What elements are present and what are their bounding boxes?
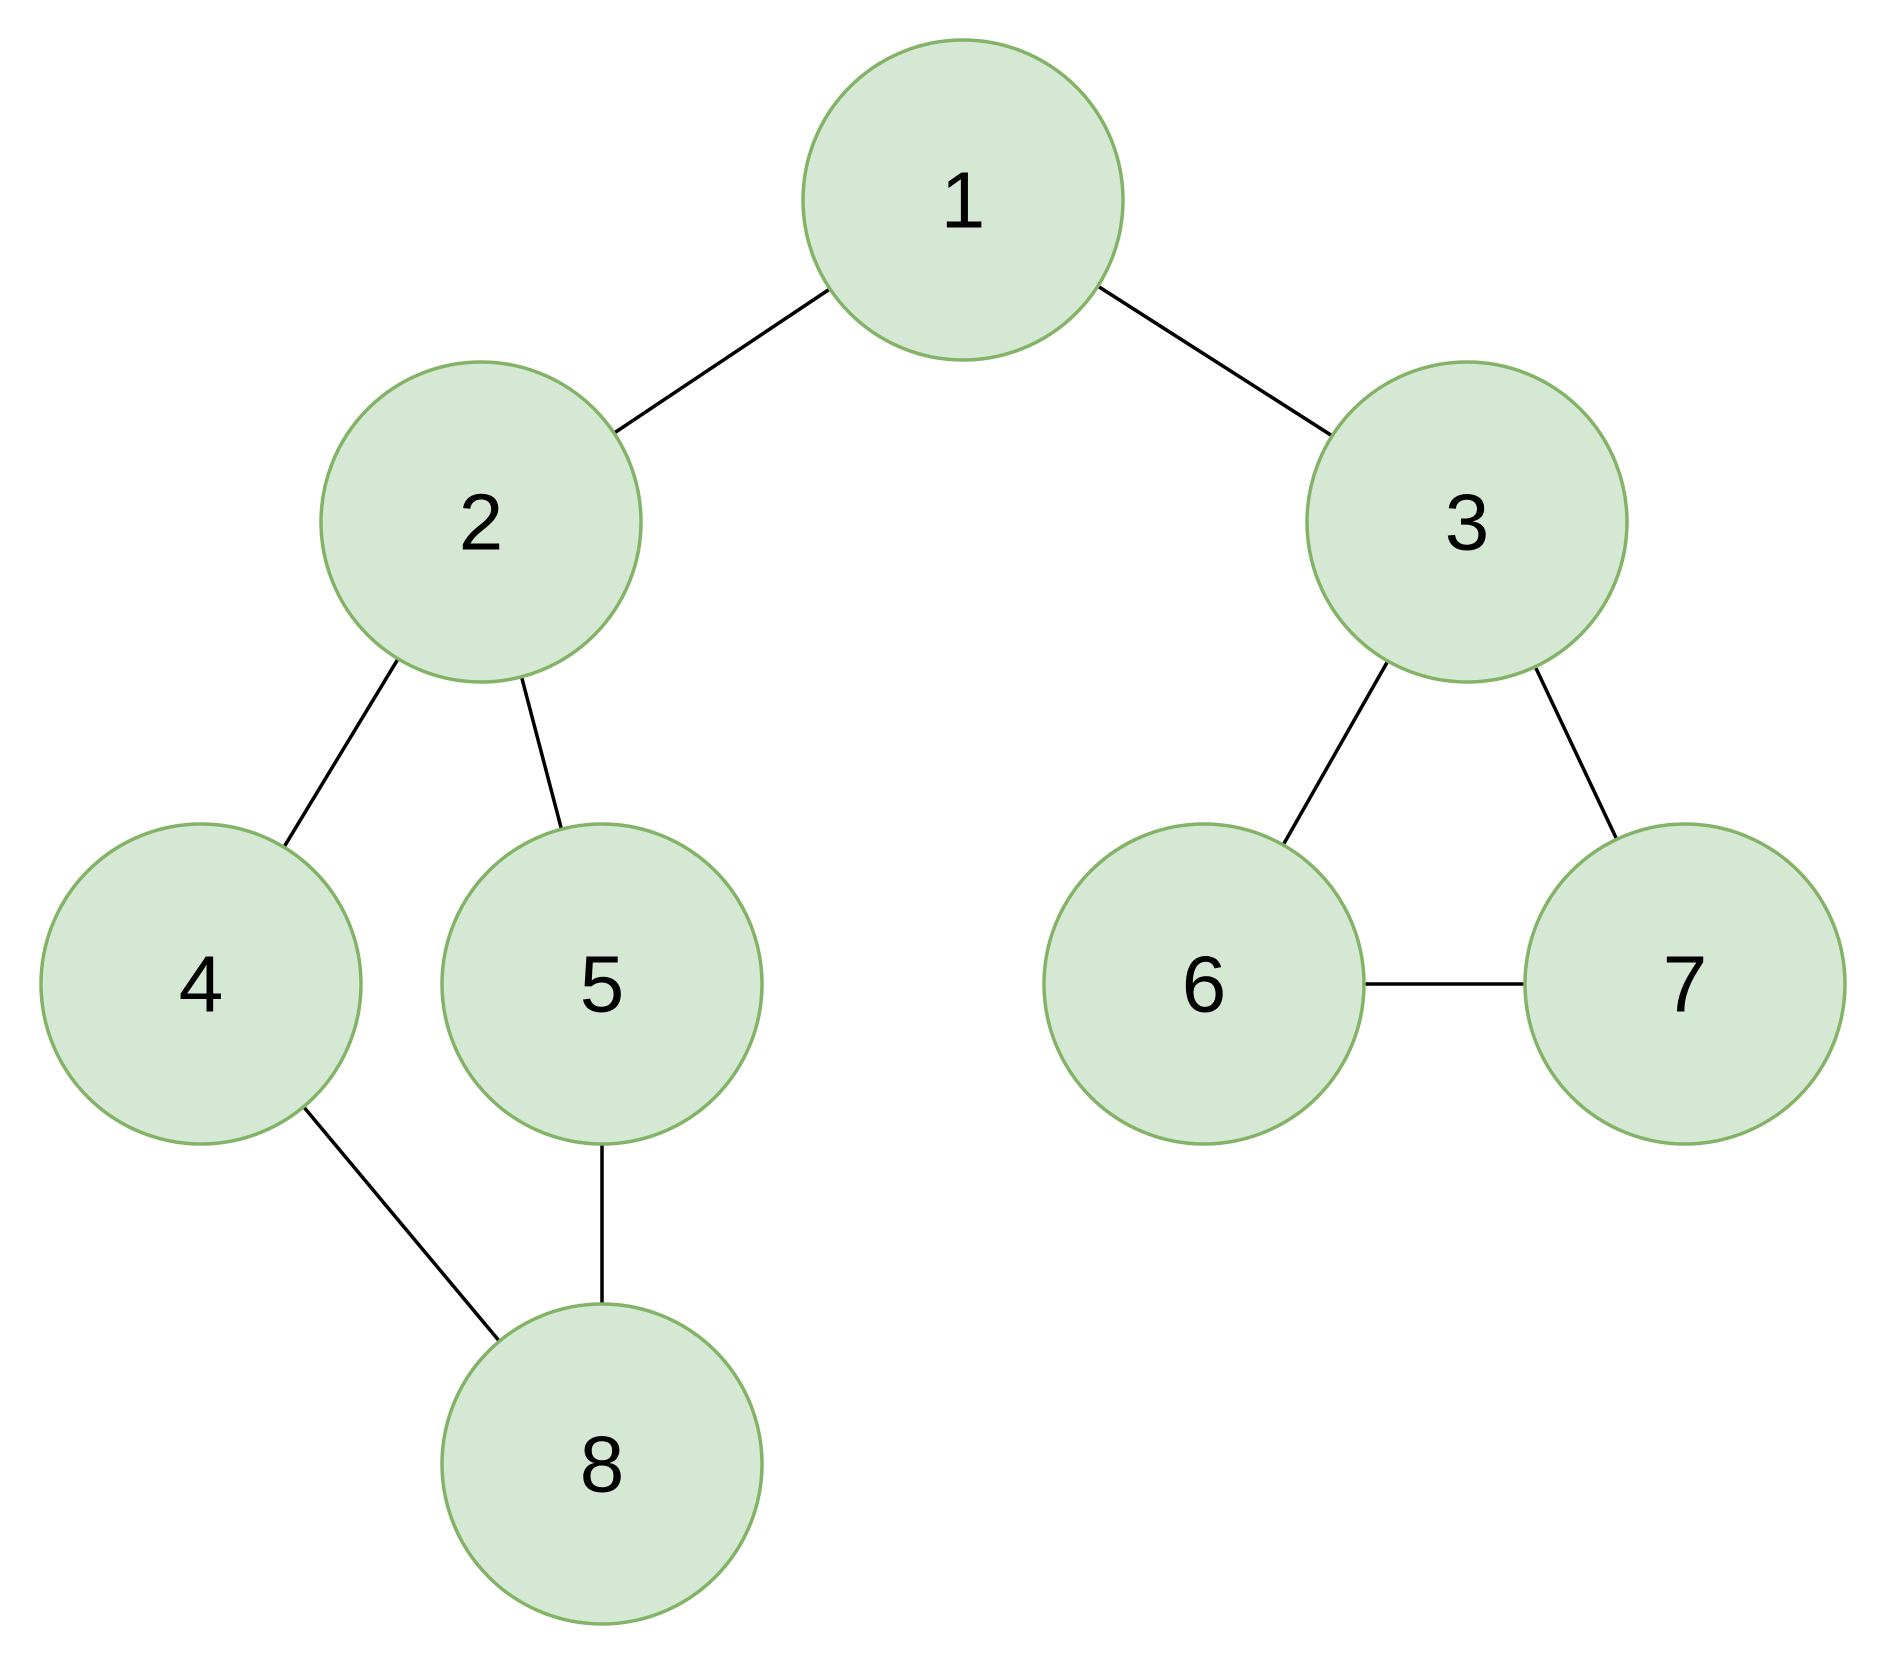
node-label: 4 — [179, 940, 224, 1029]
node-1: 1 — [801, 38, 1125, 362]
node-circle — [440, 1302, 764, 1626]
node-4: 4 — [39, 822, 363, 1146]
edge-3-6 — [1281, 660, 1390, 846]
edge-3-7 — [1533, 665, 1619, 841]
edge-1-2 — [613, 287, 831, 435]
edge-2-5 — [519, 676, 564, 830]
edge-4-8 — [302, 1105, 501, 1343]
node-3: 3 — [1305, 360, 1629, 684]
node-label: 5 — [580, 940, 625, 1029]
edge-2-4 — [282, 657, 400, 849]
node-circle — [319, 360, 643, 684]
node-5: 5 — [440, 822, 764, 1146]
nodes-layer: 1 2 3 4 5 6 7 8 — [39, 38, 1847, 1626]
node-6: 6 — [1042, 822, 1366, 1146]
node-circle — [1523, 822, 1847, 1146]
node-circle — [1305, 360, 1629, 684]
edges-layer — [282, 284, 1619, 1343]
node-label: 3 — [1445, 478, 1490, 567]
node-label: 1 — [941, 156, 986, 245]
node-7: 7 — [1523, 822, 1847, 1146]
node-circle — [1042, 822, 1366, 1146]
node-circle — [39, 822, 363, 1146]
node-8: 8 — [440, 1302, 764, 1626]
node-label: 6 — [1182, 940, 1227, 1029]
node-label: 2 — [459, 478, 504, 567]
node-2: 2 — [319, 360, 643, 684]
edge-1-3 — [1096, 284, 1334, 438]
node-circle — [440, 822, 764, 1146]
node-label: 7 — [1663, 940, 1708, 1029]
node-circle — [801, 38, 1125, 362]
node-label: 8 — [580, 1420, 625, 1509]
